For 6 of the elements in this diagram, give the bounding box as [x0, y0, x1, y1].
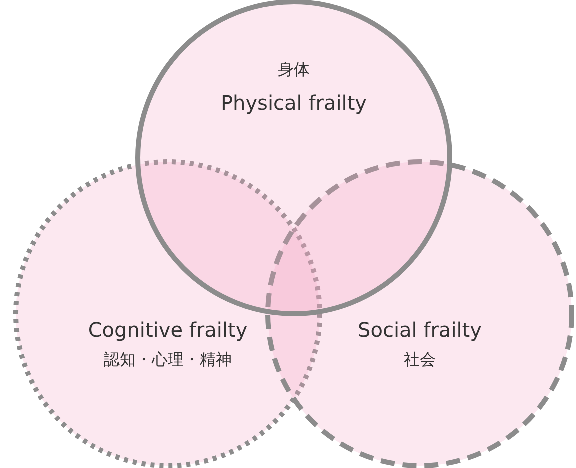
circle-label: 社会	[403, 350, 437, 372]
circle-label: Cognitive frailty	[87, 318, 249, 342]
circle-label: 認知・心理・精神	[103, 350, 233, 372]
circle-label: 身体	[277, 60, 311, 82]
circle-label: Social frailty	[357, 318, 483, 342]
circle-label: Physical frailty	[220, 91, 368, 115]
